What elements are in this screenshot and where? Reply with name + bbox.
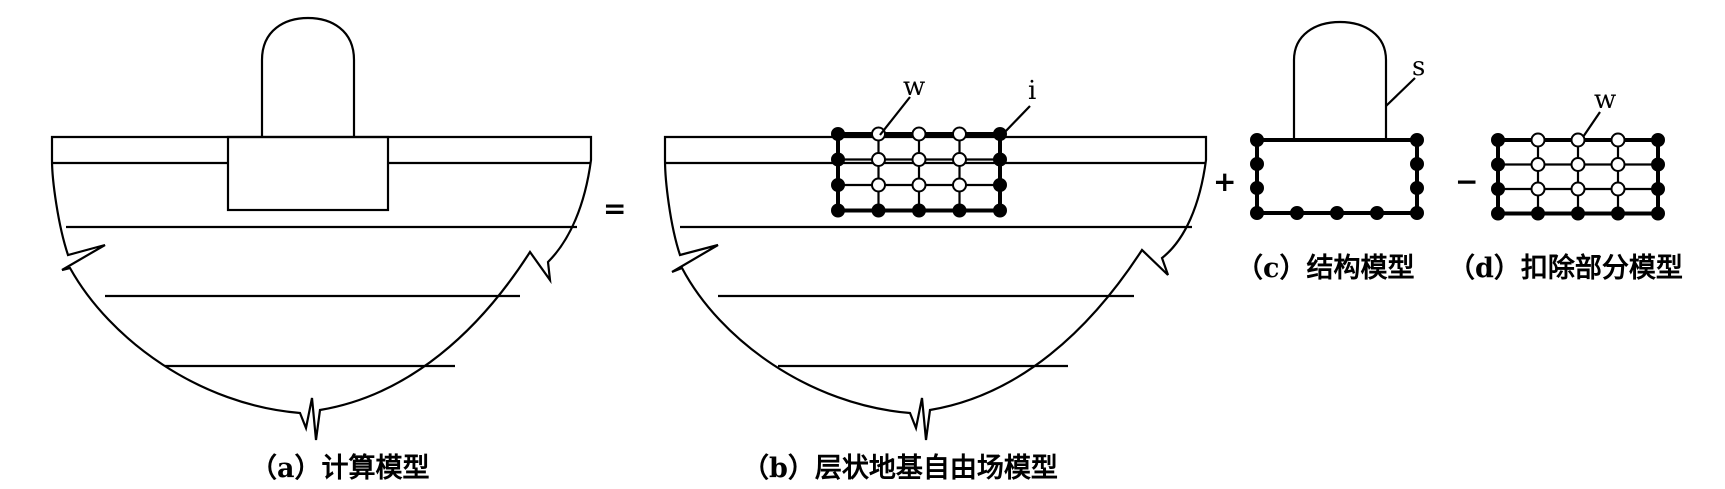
interface-node: [1651, 206, 1665, 221]
label-w-interior-node-d: w: [1594, 85, 1616, 115]
interface-node: [993, 152, 1007, 167]
interior-node: [871, 177, 886, 193]
interior-node: [952, 177, 967, 193]
interface-node: [952, 203, 967, 218]
interface-node: [993, 178, 1007, 192]
caption-b: （b）层状地基自由场模型: [742, 452, 1058, 484]
interface-node: [1651, 182, 1665, 196]
interface-node: [1651, 157, 1665, 172]
interface-node: [831, 152, 845, 167]
label-s-structure: s: [1412, 52, 1425, 82]
interface-node: [1491, 157, 1505, 172]
foundation-c: [1255, 138, 1419, 215]
embedded-foundation-a: [226, 135, 390, 212]
label-i-interface-node: i: [1028, 76, 1036, 106]
interface-node: [1250, 133, 1264, 147]
interior-node: [1570, 157, 1586, 172]
interface-node: [1651, 133, 1665, 147]
interface-node: [1250, 157, 1264, 171]
caption-c: （c）结构模型: [1236, 253, 1414, 284]
leader-line-i: [1001, 105, 1031, 136]
interior-node: [871, 126, 886, 142]
interior-node: [911, 126, 927, 142]
equals-operator: =: [603, 192, 626, 225]
minus-operator: −: [1455, 165, 1478, 198]
interface-node: [1290, 206, 1304, 220]
panel-d-excavated-model: w: [1491, 85, 1665, 221]
interface-node: [1491, 133, 1505, 147]
interior-node: [1570, 132, 1586, 148]
interior-node: [1530, 132, 1546, 148]
interface-node: [1250, 181, 1264, 195]
interface-node: [831, 203, 845, 218]
interface-node: [993, 203, 1007, 218]
interface-node: [1611, 206, 1625, 221]
leader-line-w-d: [1582, 111, 1601, 138]
interior-node: [1610, 157, 1626, 172]
interface-node: [1250, 206, 1264, 220]
interface-node: [1410, 181, 1424, 195]
excavated-soil-mesh-b: [831, 126, 1007, 218]
interior-node: [1530, 181, 1546, 197]
panel-c-structure-model: s: [1250, 20, 1425, 220]
interface-node: [993, 127, 1007, 141]
panel-b-free-field-model: w i: [663, 72, 1208, 441]
plus-operator: +: [1213, 165, 1236, 198]
interface-node: [1491, 182, 1505, 196]
caption-d: （d）扣除部分模型: [1448, 252, 1683, 284]
interface-node: [912, 203, 926, 218]
interior-node: [952, 126, 967, 142]
interface-nodes-c: [1250, 133, 1424, 220]
leader-line-w: [879, 96, 911, 136]
interior-node: [1610, 132, 1626, 148]
interior-node: [1530, 157, 1546, 172]
interface-node: [831, 178, 845, 192]
interface-node: [1410, 157, 1424, 171]
interior-node: [952, 152, 967, 167]
caption-a: （a）计算模型: [250, 452, 430, 484]
interface-node: [1410, 206, 1424, 220]
superstructure-c: [1292, 20, 1388, 140]
interface-node: [1330, 206, 1344, 220]
interior-node: [911, 177, 927, 193]
interface-node: [1571, 206, 1585, 221]
interface-node: [1410, 133, 1424, 147]
interior-node: [871, 152, 886, 167]
interior-node: [911, 152, 927, 167]
interface-node: [871, 203, 886, 218]
label-w-interior-node: w: [903, 72, 925, 102]
interface-node: [831, 127, 845, 141]
soil-basin-outline-b: [663, 135, 1208, 441]
interior-node: [1570, 181, 1586, 197]
superstructure-a: [260, 16, 356, 137]
panel-a-computational-model: [50, 16, 593, 441]
interior-node: [1610, 181, 1626, 197]
interface-node: [1491, 206, 1505, 221]
interface-node: [1370, 206, 1384, 220]
excavated-soil-mesh-d: [1491, 132, 1665, 221]
soil-basin-outline-a: [50, 135, 593, 441]
leader-line-s: [1385, 77, 1416, 107]
interface-node: [1531, 206, 1545, 221]
